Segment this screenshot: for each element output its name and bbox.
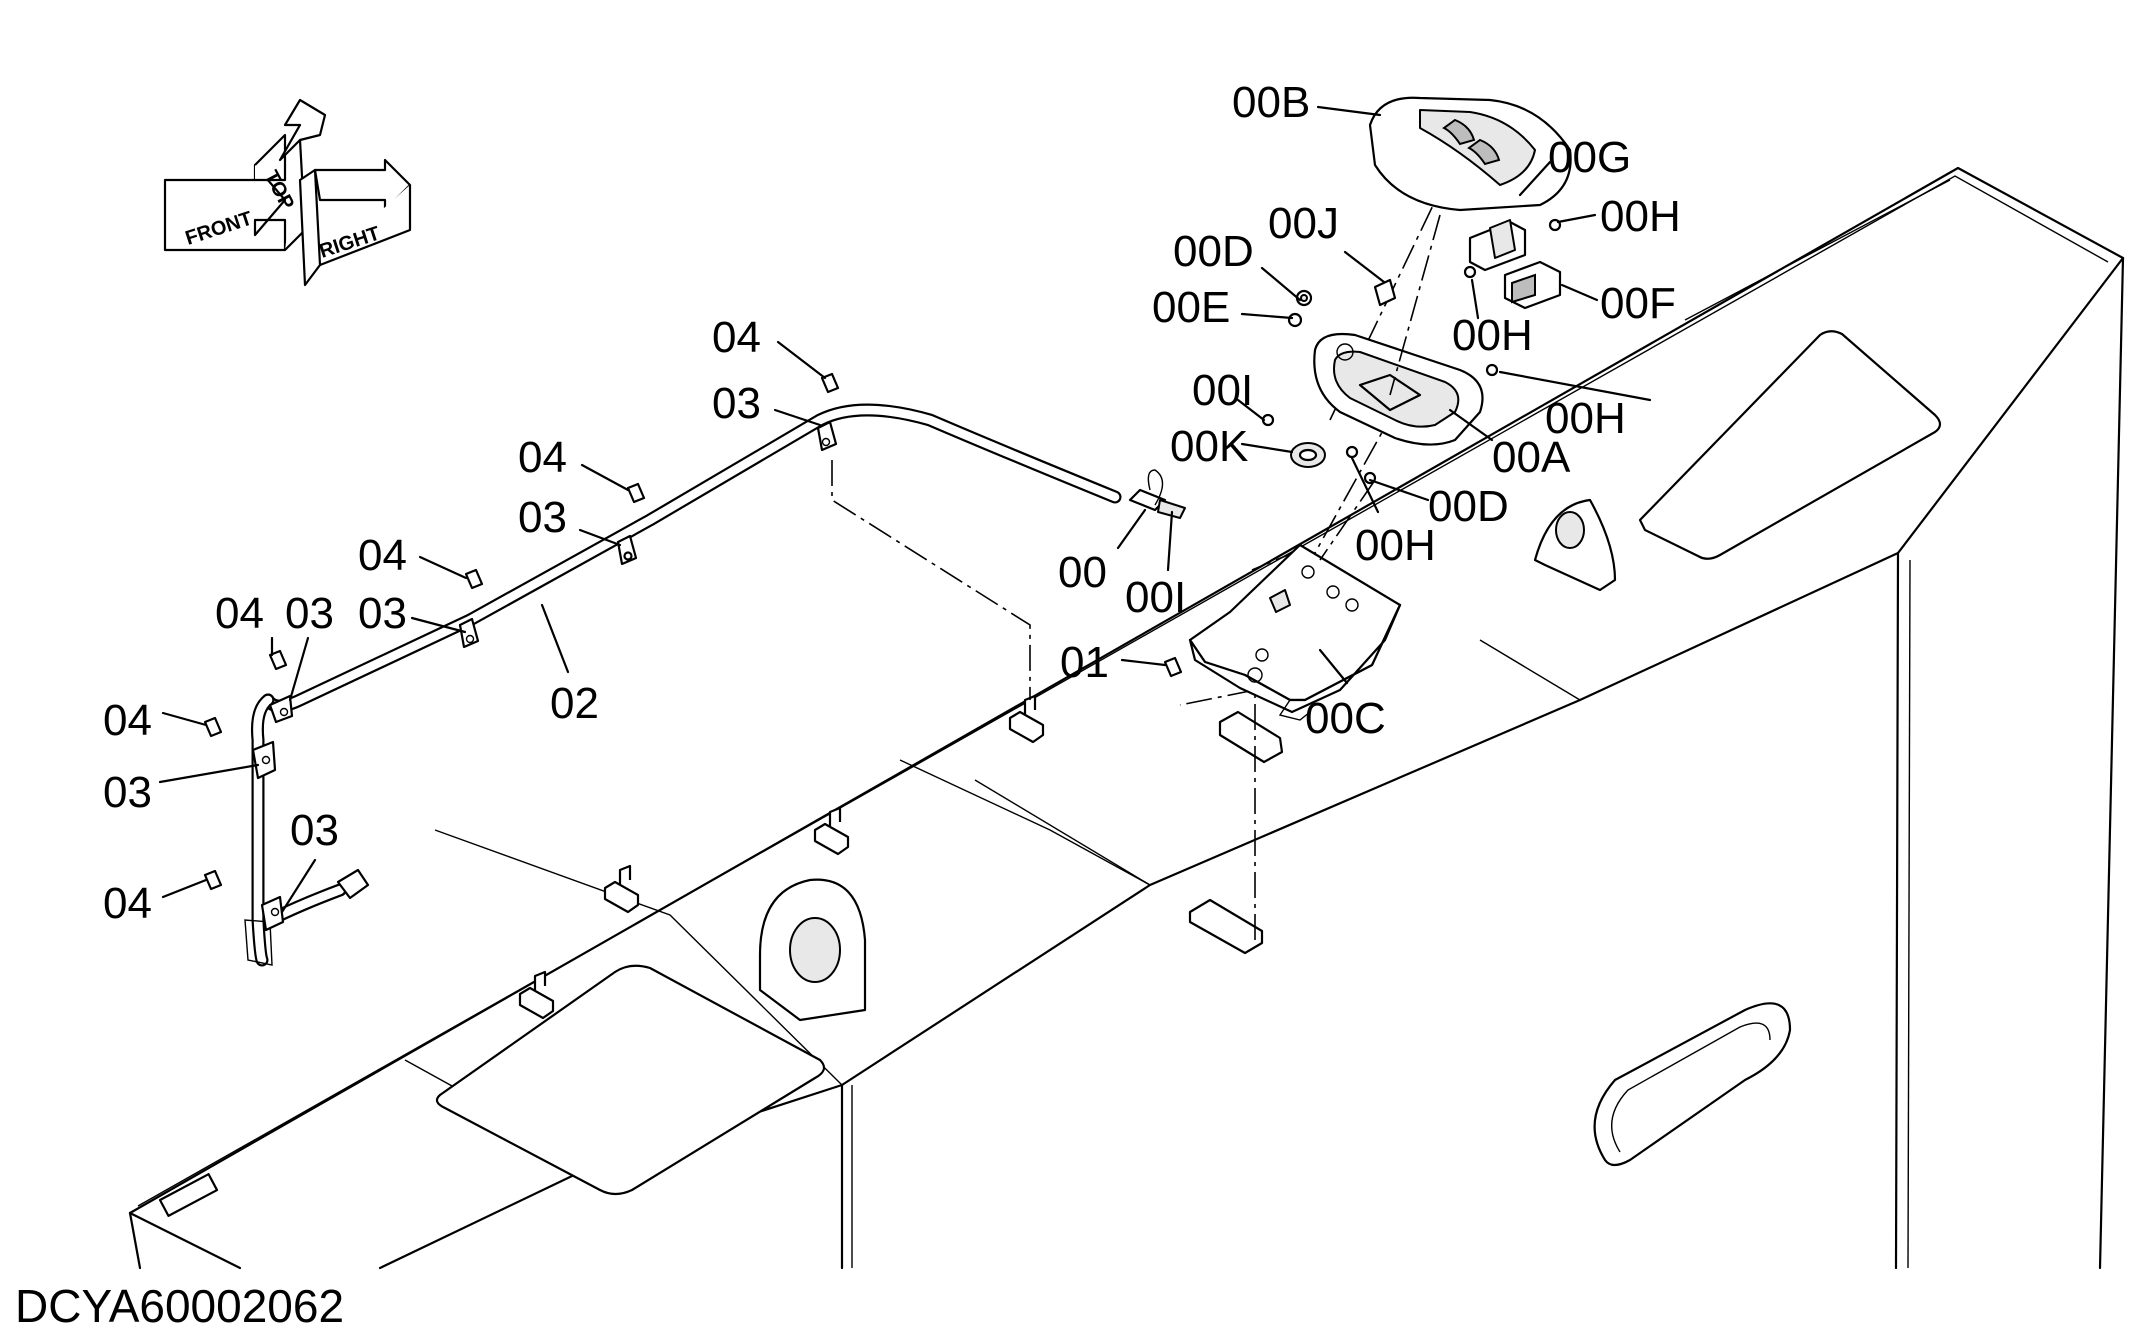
callout-00H: 00H [1355,521,1436,570]
leader-lines [158,105,1652,914]
callout-04: 04 [712,313,761,362]
callout-03: 03 [518,493,567,542]
callout-00B: 00B [1232,78,1310,127]
callout-00I: 00I [1192,366,1253,415]
callout-00A: 00A [1492,433,1571,482]
callout-00: 00 [1058,548,1107,597]
bracket-00C [1188,543,1402,721]
callout-00D: 00D [1173,227,1254,276]
callout-00H: 00H [1452,311,1533,360]
callout-04: 04 [103,879,152,928]
callout-03: 03 [358,589,407,638]
callout-00J: 00J [1268,199,1339,248]
callouts: 00B 00G 00H 00J 00D 00F 00E 00H 00H 00I … [103,78,1681,928]
callout-02: 02 [550,679,599,728]
harness-02 [203,372,1186,967]
callout-01: 01 [1060,638,1109,687]
lamp-assembly [1261,96,1572,561]
callout-03: 03 [103,768,152,817]
callout-04: 04 [215,589,264,638]
callout-03: 03 [290,806,339,855]
callout-00K: 00K [1170,422,1248,471]
callout-00G: 00G [1548,133,1631,182]
counterweight-body [128,166,2125,1270]
callout-04: 04 [358,531,407,580]
callout-00H: 00H [1600,192,1681,241]
orientation-marker: FRONT TOP RIGHT [163,98,412,287]
callout-00C: 00C [1305,694,1386,743]
callout-03: 03 [285,589,334,638]
right-label: RIGHT [317,223,383,263]
callout-00D: 00D [1428,482,1509,531]
callout-04: 04 [103,696,152,745]
callout-00E: 00E [1152,283,1230,332]
callout-00H: 00H [1545,394,1626,443]
callout-03: 03 [712,379,761,428]
callout-00I: 00I [1125,573,1186,622]
drawing-code: DCYA60002062 [15,1280,344,1332]
callout-04: 04 [518,433,567,482]
callout-00F: 00F [1600,279,1676,328]
